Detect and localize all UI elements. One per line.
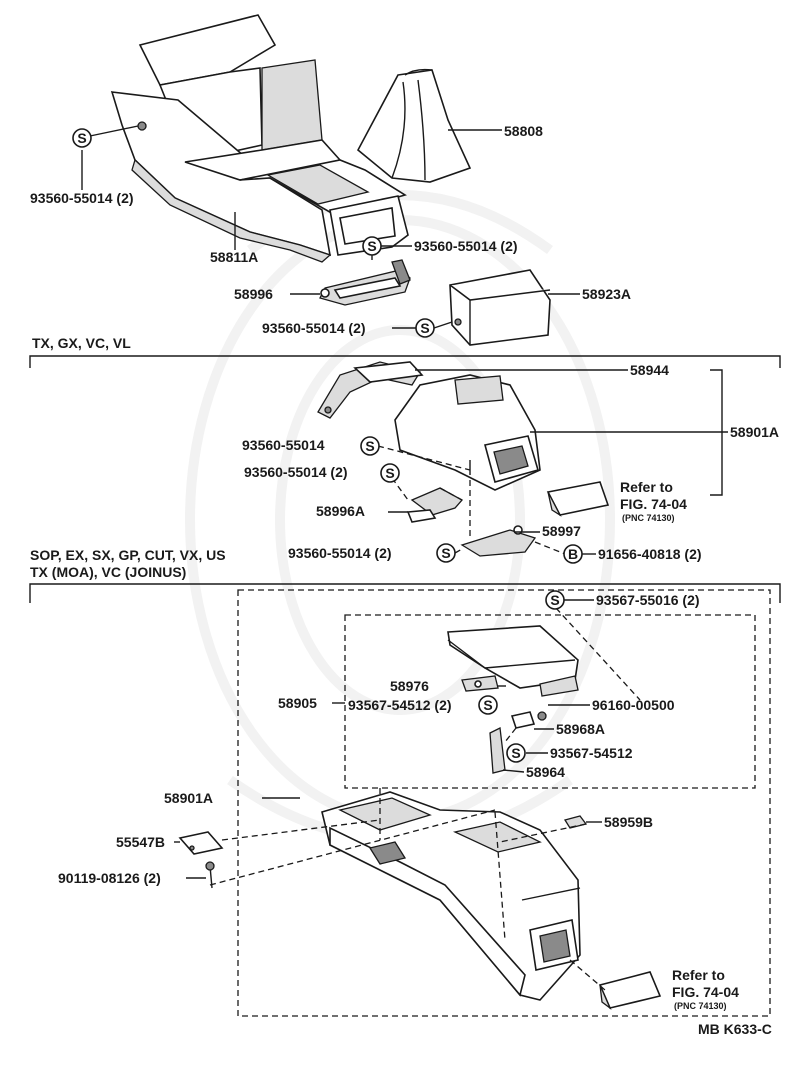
svg-text:S: S (367, 238, 376, 254)
svg-text:S: S (420, 320, 429, 336)
label-58997[interactable]: 58997 (542, 523, 581, 539)
bracket-58964[interactable] (489, 727, 506, 774)
svg-text:(PNC 74130): (PNC 74130) (622, 513, 675, 523)
section-header-group2-line2: TX (MOA), VC (JOINUS) (30, 564, 186, 580)
screw-symbol-top-left: S (72, 128, 92, 148)
figure-code: MB K633-C (698, 1021, 772, 1037)
section-header-group1: TX, GX, VC, VL (32, 335, 131, 351)
ashtray-ref-2[interactable] (598, 971, 662, 1010)
armrest-lid[interactable] (447, 625, 579, 697)
screw-symbol-bottom-2: S (478, 695, 498, 715)
latch-58968a[interactable] (510, 711, 547, 729)
label-58811a[interactable]: 58811A (210, 249, 258, 265)
mid-leaders (377, 369, 728, 555)
label-58901a-bottom[interactable]: 58901A (164, 790, 213, 806)
plate-58944[interactable] (317, 361, 424, 419)
console-box-58811a[interactable] (110, 14, 409, 263)
box-58923a[interactable] (449, 269, 551, 346)
screw-symbol-bottom-1: S (545, 590, 565, 610)
console-58901a-mid[interactable] (394, 374, 541, 491)
inner-dashed-frame (344, 614, 756, 789)
label-93560-upper-right[interactable]: 93560-55014 (2) (414, 238, 518, 254)
label-58808[interactable]: 58808 (504, 123, 543, 139)
label-58901a-mid[interactable]: 58901A (730, 424, 779, 440)
console-58901a-bottom[interactable] (321, 791, 581, 1001)
section-bracket-group2 (29, 583, 781, 603)
section-header-group2-line1: SOP, EX, SX, GP, CUT, VX, US (30, 547, 226, 563)
svg-text:S: S (511, 745, 520, 761)
screw-symbol-mid-3: S (436, 543, 456, 563)
svg-text:Refer to: Refer to (620, 479, 673, 495)
bracket-58996[interactable] (319, 259, 411, 306)
section-bracket-group1 (29, 355, 781, 368)
screw-symbol-top-right: S (362, 236, 382, 256)
label-58959b[interactable]: 58959B (604, 814, 653, 830)
label-93560-mid1[interactable]: 93560-55014 (242, 437, 325, 453)
svg-text:B: B (568, 546, 578, 562)
label-58964[interactable]: 58964 (526, 764, 565, 780)
bottom-leaders (174, 599, 641, 991)
label-58944[interactable]: 58944 (630, 362, 669, 378)
bolt-symbol-mid: B (563, 544, 583, 564)
svg-text:FIG. 74-04: FIG. 74-04 (620, 496, 687, 512)
top-leaders (81, 125, 580, 329)
screw-symbol-mid-1: S (360, 436, 380, 456)
label-58923a[interactable]: 58923A (582, 286, 631, 302)
svg-text:FIG. 74-04: FIG. 74-04 (672, 984, 739, 1000)
label-93567-54512[interactable]: 93567-54512 (550, 745, 633, 761)
outer-dashed-frame (237, 589, 771, 1017)
label-93567-54512-2[interactable]: 93567-54512 (2) (348, 697, 452, 713)
label-58968a[interactable]: 58968A (556, 721, 605, 737)
label-58905[interactable]: 58905 (278, 695, 317, 711)
svg-text:S: S (77, 130, 86, 146)
label-93560-lower[interactable]: 93560-55014 (2) (262, 320, 366, 336)
label-58996[interactable]: 58996 (234, 286, 273, 302)
plate-55547b[interactable] (178, 831, 224, 855)
label-55547b[interactable]: 55547B (116, 834, 165, 850)
label-93560-left[interactable]: 93560-55014 (2) (30, 190, 134, 206)
label-93567-55016[interactable]: 93567-55016 (2) (596, 592, 700, 608)
shift-boot-58808[interactable] (356, 68, 472, 183)
label-58996a[interactable]: 58996A (316, 503, 365, 519)
svg-text:S: S (441, 545, 450, 561)
svg-text:S: S (365, 438, 374, 454)
label-58976[interactable]: 58976 (390, 678, 429, 694)
screw-symbol-top-lower: S (415, 318, 435, 338)
reference-note-2[interactable]: Refer to FIG. 74-04 (PNC 74130) (672, 967, 739, 1011)
screw-symbol-mid-2: S (380, 463, 400, 483)
svg-text:S: S (483, 697, 492, 713)
label-93560-mid2[interactable]: 93560-55014 (2) (244, 464, 348, 480)
ashtray-ref-1[interactable] (546, 481, 610, 517)
svg-text:S: S (385, 465, 394, 481)
svg-text:(PNC 74130): (PNC 74130) (674, 1001, 727, 1011)
bracket-58996a[interactable] (406, 487, 464, 523)
label-93560-mid3[interactable]: 93560-55014 (2) (288, 545, 392, 561)
reference-note-1[interactable]: Refer to FIG. 74-04 (PNC 74130) (620, 479, 687, 523)
label-91656[interactable]: 91656-40818 (2) (598, 546, 702, 562)
svg-text:S: S (550, 592, 559, 608)
label-90119[interactable]: 90119-08126 (2) (58, 870, 161, 886)
screw-symbol-bottom-3: S (506, 743, 526, 763)
svg-text:Refer to: Refer to (672, 967, 725, 983)
hinge-58976[interactable] (461, 675, 499, 692)
label-96160[interactable]: 96160-00500 (592, 697, 675, 713)
